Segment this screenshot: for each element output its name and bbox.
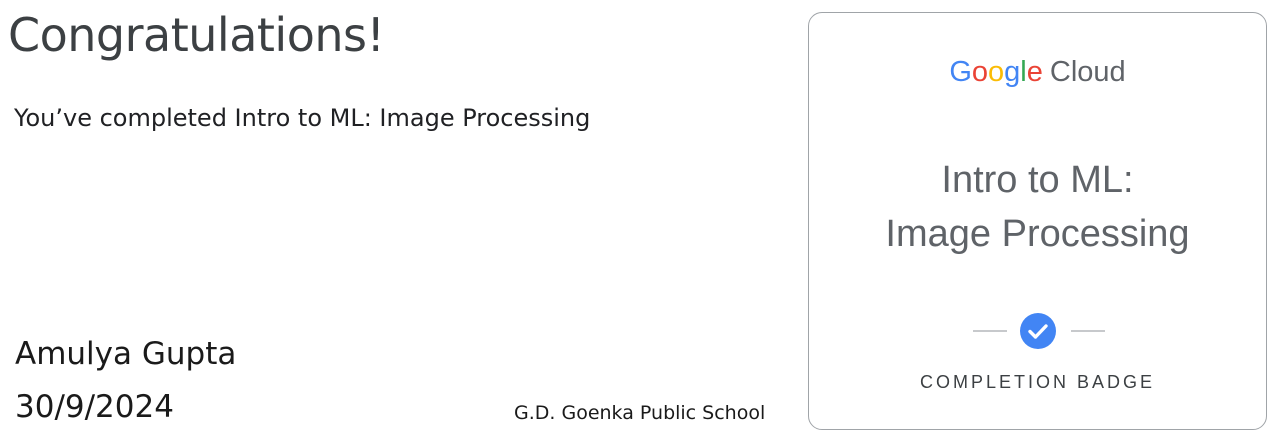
recipient-name: Amulya Gupta bbox=[15, 336, 237, 372]
logo-cloud-text: Cloud bbox=[1049, 56, 1126, 88]
badge-course-title: Intro to ML: Image Processing bbox=[809, 153, 1266, 261]
completion-message: You’ve completed Intro to ML: Image Proc… bbox=[14, 104, 591, 132]
logo-letter: o bbox=[988, 56, 1005, 88]
completion-date: 30/9/2024 bbox=[15, 389, 174, 425]
check-circle-icon bbox=[1020, 313, 1056, 349]
badge-course-line-2: Image Processing bbox=[885, 213, 1190, 255]
logo-letter: G bbox=[949, 56, 972, 88]
completion-badge-label: COMPLETION BADGE bbox=[919, 372, 1156, 392]
school-name: G.D. Goenka Public School bbox=[514, 402, 766, 424]
divider-line bbox=[1071, 330, 1105, 332]
badge-course-line-1: Intro to ML: bbox=[941, 159, 1134, 201]
divider-line bbox=[973, 330, 1007, 332]
badge-check-row bbox=[809, 313, 1266, 349]
logo-letter: e bbox=[1026, 56, 1043, 88]
logo-letter: g bbox=[1004, 56, 1021, 88]
page-title: Congratulations! bbox=[8, 8, 385, 62]
logo-letter: o bbox=[971, 56, 989, 88]
logo-letter: l bbox=[1020, 56, 1027, 88]
